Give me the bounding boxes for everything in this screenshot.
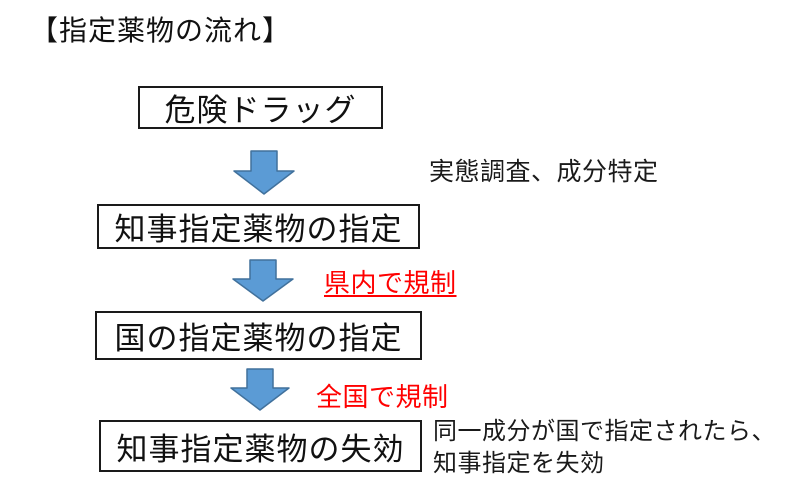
flow-box-governor-expiry: 知事指定薬物の失効	[99, 420, 422, 472]
arrow-annotation-national-regulation: 全国で規制	[316, 382, 449, 412]
arrow-annotation-prefecture-regulation: 県内で規制	[324, 268, 457, 298]
down-arrow-icon	[233, 150, 295, 195]
flow-box-national-designation: 国の指定薬物の指定	[95, 311, 422, 360]
arrow-annotation-survey: 実態調査、成分特定	[429, 158, 659, 186]
flow-box-label: 知事指定薬物の失効	[116, 431, 405, 467]
flow-box-label: 国の指定薬物の指定	[114, 321, 403, 356]
down-arrow-icon	[232, 259, 294, 302]
expiry-note: 同一成分が国で指定されたら、 知事指定を失効	[433, 416, 776, 480]
page-title: 【指定薬物の流れ】	[30, 15, 292, 46]
flow-box-label: 知事指定薬物の指定	[114, 212, 403, 247]
down-arrow-icon	[230, 368, 290, 411]
expiry-note-line1: 同一成分が国で指定されたら、	[433, 418, 776, 445]
flow-box-governor-designation: 知事指定薬物の指定	[97, 204, 420, 249]
expiry-note-line2: 知事指定を失効	[433, 450, 605, 477]
flow-box-label: 危険ドラッグ	[164, 93, 357, 128]
flow-box-dangerous-drug: 危険ドラッグ	[138, 86, 383, 129]
